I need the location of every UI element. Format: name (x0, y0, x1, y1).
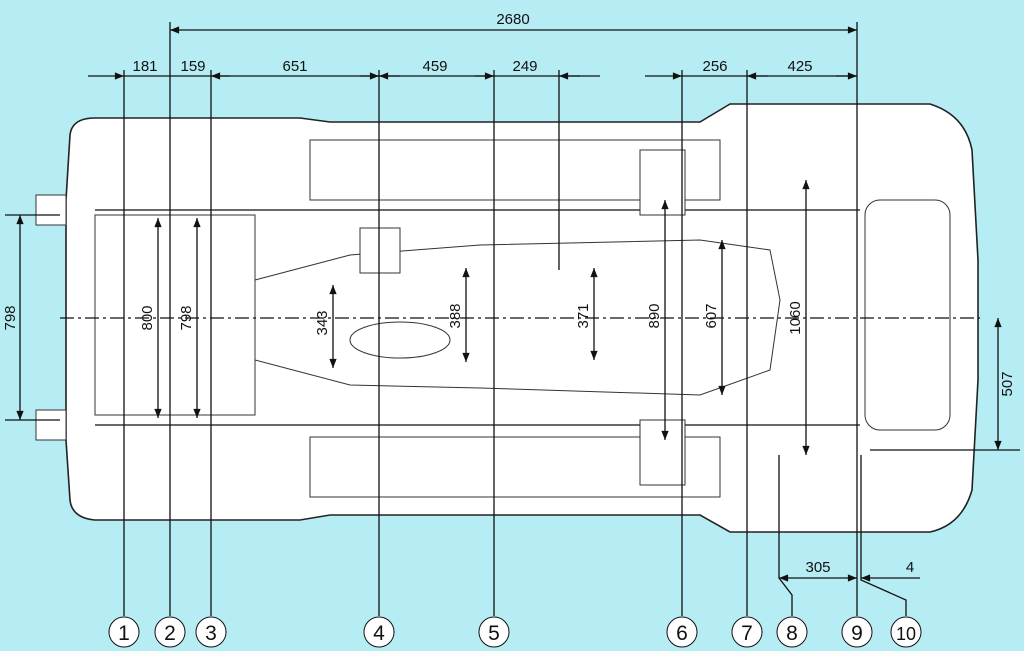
dim-343: 343 (314, 310, 331, 335)
horizontal-dimensions: 2680 181 159 651 459 249 256 425 305 4 (88, 11, 920, 582)
svg-text:1: 1 (118, 622, 130, 645)
dim-459: 459 (422, 58, 447, 75)
dim-249: 249 (512, 58, 537, 75)
svg-text:2: 2 (164, 622, 176, 645)
svg-text:10: 10 (896, 624, 916, 644)
point-10: 10 (890, 616, 922, 648)
station-lines (123, 22, 907, 616)
dim-4: 4 (906, 559, 914, 576)
point-6: 6 (666, 616, 698, 648)
vertical-dimensions: 798 800 798 343 388 371 890 607 1060 507 (2, 180, 1020, 456)
svg-text:9: 9 (851, 622, 863, 645)
point-4: 4 (363, 616, 395, 648)
dim-181: 181 (132, 58, 157, 75)
dim-425: 425 (787, 58, 812, 75)
point-7: 7 (731, 616, 763, 648)
point-5: 5 (478, 616, 510, 648)
dim-159: 159 (180, 58, 205, 75)
dim-607: 607 (703, 303, 720, 328)
dim-507: 507 (999, 371, 1016, 396)
svg-text:7: 7 (741, 622, 753, 645)
dim-2680: 2680 (496, 11, 529, 28)
svg-text:8: 8 (786, 622, 798, 645)
dim-800: 800 (139, 305, 156, 330)
svg-text:3: 3 (205, 622, 217, 645)
dim-651: 651 (282, 58, 307, 75)
point-1: 1 (108, 616, 140, 648)
svg-text:5: 5 (488, 622, 500, 645)
car-underbody (35, 103, 980, 533)
svg-text:6: 6 (676, 622, 688, 645)
svg-text:4: 4 (373, 622, 385, 645)
point-2: 2 (154, 616, 186, 648)
dim-798-front: 798 (2, 305, 19, 330)
dim-798: 798 (178, 305, 195, 330)
dim-305: 305 (805, 559, 830, 576)
dim-388: 388 (447, 303, 464, 328)
dim-1060: 1060 (787, 301, 804, 334)
point-3: 3 (195, 616, 227, 648)
dim-256: 256 (702, 58, 727, 75)
point-labels: 1 2 3 4 5 6 7 8 9 10 (108, 616, 922, 648)
point-9: 9 (841, 616, 873, 648)
dim-890: 890 (646, 303, 663, 328)
point-8: 8 (776, 616, 808, 648)
dim-371: 371 (575, 303, 592, 328)
